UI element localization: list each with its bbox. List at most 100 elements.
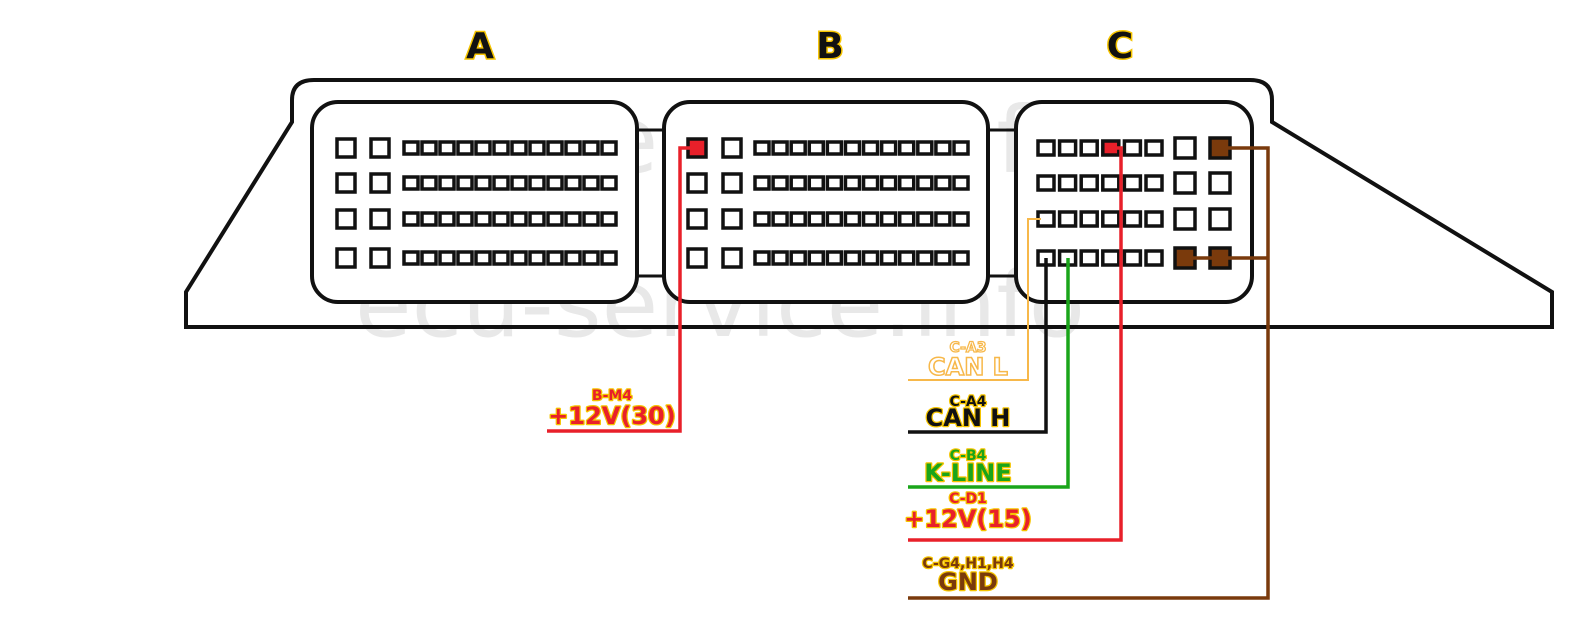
svg-text:CAN L: CAN L [928, 353, 1008, 381]
pin [861, 140, 880, 156]
pin [369, 208, 391, 230]
pin [546, 140, 564, 156]
pin [916, 250, 934, 266]
pin [564, 211, 582, 227]
pin [1057, 174, 1078, 192]
pin [546, 211, 564, 227]
pin [474, 211, 492, 227]
pin [686, 247, 708, 269]
pin [934, 211, 952, 227]
pin [897, 211, 916, 227]
pin [1208, 207, 1232, 231]
pin [721, 247, 743, 269]
pin [1079, 139, 1099, 157]
pin [879, 175, 898, 191]
pin [1101, 249, 1121, 267]
connector-B [662, 100, 990, 304]
wire-c-a3 [908, 218, 1041, 381]
pin [879, 211, 898, 227]
pin [1173, 207, 1197, 231]
pin [1036, 174, 1056, 192]
pin [861, 250, 880, 266]
pin [528, 175, 546, 191]
pin [492, 211, 510, 227]
pin [564, 250, 582, 266]
pin [807, 211, 826, 227]
wire-c-b4 [908, 258, 1070, 489]
pin [1122, 139, 1143, 157]
pin [1101, 174, 1121, 192]
pin [686, 172, 708, 194]
pin [686, 208, 708, 230]
pin [456, 175, 474, 191]
wire-label-c-b4: C-B4 K-LINE [923, 447, 1013, 489]
pin [546, 250, 564, 266]
pin [510, 175, 528, 191]
pin [721, 208, 743, 230]
pin [1208, 171, 1232, 195]
pin [438, 175, 456, 191]
pin [335, 172, 357, 194]
pin [1057, 139, 1078, 157]
pin [492, 175, 510, 191]
pin [369, 247, 391, 269]
pin [952, 250, 970, 266]
wire-label-c-a3: C-A3 CAN L [927, 339, 1008, 381]
pin [1173, 171, 1197, 195]
pin [1122, 210, 1143, 228]
pin [600, 250, 618, 266]
pin [564, 175, 582, 191]
pin [1057, 210, 1078, 228]
svg-text:CAN H: CAN H [926, 404, 1011, 432]
svg-text:C-G4,H1,H4: C-G4,H1,H4 [922, 556, 1013, 572]
pin [843, 175, 862, 191]
pin [753, 211, 771, 227]
pin [582, 250, 600, 266]
pin [807, 175, 826, 191]
pin [600, 211, 618, 227]
connector-label-a: A [466, 26, 494, 67]
pin [1079, 174, 1099, 192]
pin [753, 250, 771, 266]
pin [1122, 249, 1143, 267]
pin [843, 140, 862, 156]
connector-label-c: C [1107, 26, 1133, 67]
ecu-housing [184, 78, 1554, 329]
pin [825, 175, 844, 191]
pin [420, 140, 438, 156]
pin [861, 211, 880, 227]
pin [582, 211, 600, 227]
pin [600, 140, 618, 156]
pin [789, 140, 807, 156]
pin [879, 140, 898, 156]
pin [753, 175, 771, 191]
pin [897, 250, 916, 266]
wire-label-c-d1: C-D1 +12V(15) [903, 490, 1033, 535]
pin [1122, 174, 1143, 192]
svg-text:C-B4: C-B4 [950, 448, 987, 464]
pin [402, 140, 420, 156]
pin [916, 140, 934, 156]
pin [879, 250, 898, 266]
pin [528, 250, 546, 266]
pin [492, 140, 510, 156]
pin [789, 211, 807, 227]
pin [335, 247, 357, 269]
svg-text:C-A4: C-A4 [950, 394, 987, 410]
svg-text:+12V(30): +12V(30) [548, 402, 675, 430]
pin [528, 211, 546, 227]
pin [600, 175, 618, 191]
pin [952, 175, 970, 191]
pin [934, 175, 952, 191]
pin [1173, 136, 1197, 160]
pin [771, 140, 789, 156]
wire-b-m4 [547, 146, 697, 433]
pin [420, 211, 438, 227]
pin [456, 211, 474, 227]
wire-c-d1 [908, 146, 1123, 542]
pin [1079, 210, 1099, 228]
pin [807, 140, 826, 156]
pin [721, 137, 743, 159]
pin [897, 140, 916, 156]
